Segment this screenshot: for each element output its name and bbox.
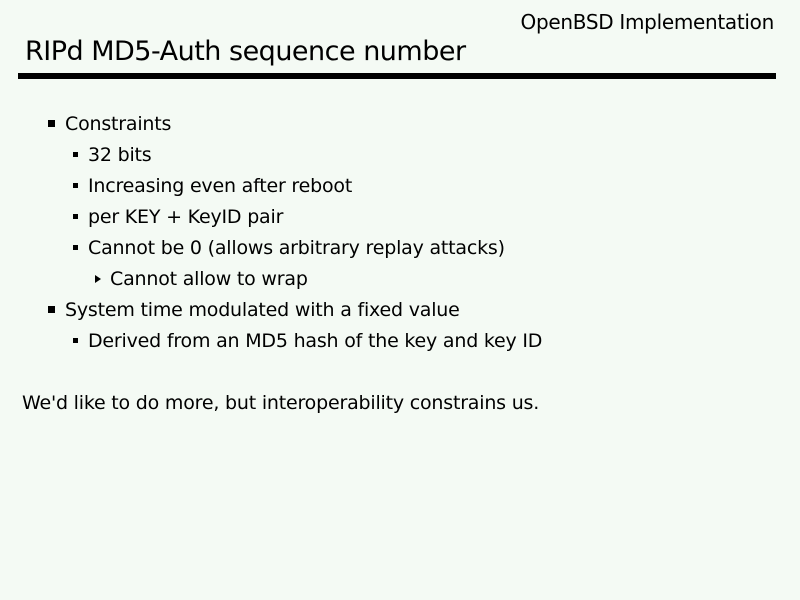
list-item: Increasing even after reboot [0,170,800,201]
list-item-label: Derived from an MD5 hash of the key and … [88,329,543,352]
bullet-triangle-icon [95,274,101,283]
bullet-square-icon [73,245,78,250]
list-item-label: Cannot allow to wrap [110,267,308,290]
list-item-label: Constraints [65,112,172,135]
page-title: RIPd MD5-Auth sequence number [25,36,466,67]
bullet-square-icon [73,152,78,157]
bullet-square-icon [48,306,55,313]
bullet-square-icon [73,338,78,343]
list-item: Constraints [0,108,800,139]
list-item-label: System time modulated with a fixed value [65,298,460,321]
bullet-square-icon [73,214,78,219]
list-item-label: 32 bits [88,143,152,166]
closing-line: We'd like to do more, but interoperabili… [22,392,540,414]
list-item: 32 bits [0,139,800,170]
bullet-square-icon [48,120,55,127]
title-underline-rule [18,73,776,79]
list-item-label: per KEY + KeyID pair [88,205,284,228]
list-item-label: Cannot be 0 (allows arbitrary replay att… [88,236,505,259]
list-item: Derived from an MD5 hash of the key and … [0,325,800,356]
list-item: Cannot allow to wrap [0,263,800,294]
bullet-square-icon [73,183,78,188]
list-item: Cannot be 0 (allows arbitrary replay att… [0,232,800,263]
corner-label: OpenBSD Implementation [520,10,775,34]
list-item: per KEY + KeyID pair [0,201,800,232]
list-item-label: Increasing even after reboot [88,174,353,197]
list-item: System time modulated with a fixed value [0,294,800,325]
bullet-list: Constraints 32 bits Increasing even afte… [0,108,800,356]
